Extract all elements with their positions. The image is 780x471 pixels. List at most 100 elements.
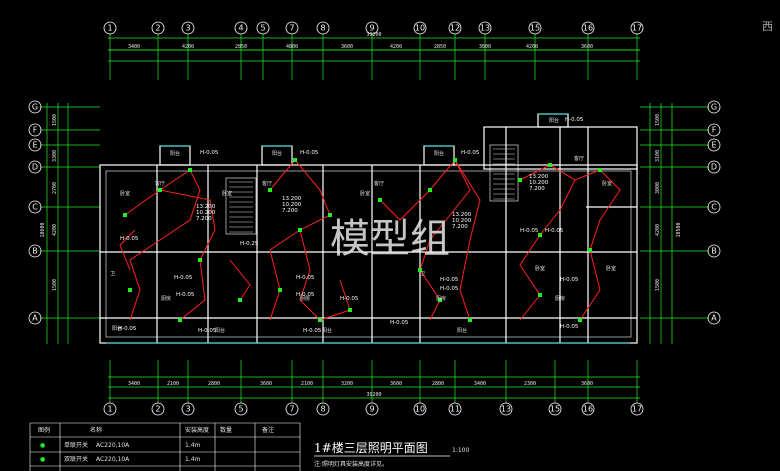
axis-right-bubble bbox=[707, 100, 721, 114]
axis-bottom-bubble bbox=[548, 402, 562, 416]
axis-bottom-bubble bbox=[316, 402, 330, 416]
axis-bottom-bubble-label: 5 bbox=[238, 405, 243, 414]
axis-left-bubble bbox=[28, 200, 42, 214]
light-fixture bbox=[123, 213, 127, 217]
elevation-label: 10.200 bbox=[452, 218, 472, 224]
legend-symbol: ● bbox=[40, 442, 45, 449]
axis-bottom-bubble-label: 8 bbox=[320, 405, 325, 414]
fixture-height-label: H-0.05 bbox=[545, 228, 564, 234]
dimension-text: 2700 bbox=[52, 182, 58, 194]
axis-top-bubble bbox=[581, 21, 595, 35]
axis-top-bubble bbox=[151, 21, 165, 35]
dimension-text: 3400 bbox=[128, 381, 140, 387]
light-fixture bbox=[468, 318, 472, 322]
axis-right-bubble-label: E bbox=[711, 141, 716, 150]
fixture-height-label: H-0.05 bbox=[520, 228, 539, 234]
building-walls bbox=[99, 113, 638, 344]
dimension-text: 1500 bbox=[52, 279, 58, 291]
axis-right-bubble-label: G bbox=[711, 103, 717, 112]
axis-top-bubble-label: 8 bbox=[320, 24, 325, 33]
light-fixture bbox=[588, 248, 592, 252]
axis-left-bubble bbox=[28, 100, 42, 114]
axis-top-bubble bbox=[234, 21, 248, 35]
fixture-height-label: H-0.05 bbox=[440, 277, 459, 283]
dimension-text: 4200 bbox=[526, 44, 538, 50]
light-fixture bbox=[198, 258, 202, 262]
room-label: 阳台 bbox=[322, 327, 332, 334]
room-label: 客厅 bbox=[155, 180, 165, 187]
legend-header: 安装高度 bbox=[185, 426, 209, 434]
dimension-text: 3200 bbox=[341, 381, 353, 387]
legend-spec: AC220,10A bbox=[96, 456, 130, 463]
axis-bottom-bubble bbox=[630, 402, 644, 416]
axis-top-bubble-label: 9 bbox=[369, 24, 374, 33]
dimension-text: 4200 bbox=[390, 44, 402, 50]
legend-name: 双联开关 bbox=[64, 455, 88, 463]
axis-top-bubble bbox=[103, 21, 117, 35]
dimension-text: 10600 bbox=[40, 222, 46, 237]
axis-bottom-bubble-label: 16 bbox=[583, 405, 593, 414]
elevation-label: 7.200 bbox=[452, 224, 468, 230]
axis-right-bubble-label: C bbox=[711, 203, 717, 212]
light-fixture bbox=[188, 168, 192, 172]
axis-left-bubble-label: D bbox=[32, 163, 38, 172]
axis-bottom-bubble-label: 11 bbox=[450, 405, 460, 414]
fixture-height-label: H-0.05 bbox=[560, 277, 579, 283]
axis-right-bubble bbox=[707, 200, 721, 214]
room-label: 厨房 bbox=[555, 295, 565, 302]
light-fixture bbox=[428, 188, 432, 192]
elevation-label: 13.200 bbox=[196, 204, 216, 210]
dimension-text: 3300 bbox=[52, 150, 58, 162]
circuit-wire bbox=[454, 159, 481, 321]
room-label: 卧室 bbox=[535, 265, 545, 272]
axis-right-bubble bbox=[707, 160, 721, 174]
room-label: 厨房 bbox=[161, 295, 171, 302]
room-label: 卧室 bbox=[602, 180, 612, 187]
fixture-height-label: H-0.05 bbox=[200, 150, 219, 156]
axis-top-bubble bbox=[528, 21, 542, 35]
axis-right-bubble bbox=[707, 138, 721, 152]
dimension-text: 4800 bbox=[286, 44, 298, 50]
annotation-texts: 阳台阳台阳台阳台客厅客厅客厅客厅卧室卧室卧室卧室厨房厨房厨房厨房卫卫阳台阳台阳台… bbox=[110, 117, 616, 334]
elevation-label: 10.200 bbox=[196, 210, 216, 216]
dimension-text: 3400 bbox=[128, 44, 140, 50]
drawing-note: 注:照明灯具安装高度详见。 bbox=[314, 460, 388, 468]
light-fixture bbox=[328, 213, 332, 217]
fixture-height-label: H-0.05 bbox=[440, 286, 459, 292]
elevation-label: 10.200 bbox=[282, 202, 302, 208]
axis-top-bubble-label: 10 bbox=[415, 24, 425, 33]
axis-bottom-bubble bbox=[103, 402, 117, 416]
room-label: 阳台 bbox=[549, 117, 559, 124]
elevation-label: 13.200 bbox=[452, 212, 472, 218]
axis-top-bubble bbox=[285, 21, 299, 35]
axis-top-bubble-label: 5 bbox=[260, 24, 265, 33]
room-label: 客厅 bbox=[262, 180, 272, 187]
axis-right-bubble-label: B bbox=[711, 247, 717, 256]
axis-left-bubble-label: E bbox=[32, 141, 37, 150]
light-fixture bbox=[538, 233, 542, 237]
dimension-text: 4200 bbox=[52, 224, 58, 236]
dimension-text: 3600 bbox=[581, 381, 593, 387]
dimension-text: 2800 bbox=[432, 381, 444, 387]
fixture-height-label: H-0.05 bbox=[174, 275, 193, 281]
legend-spec: AC220,10A bbox=[96, 442, 130, 449]
circuit-wire bbox=[519, 164, 576, 321]
dimension-text: 2800 bbox=[208, 381, 220, 387]
axis-bottom-bubble-label: 7 bbox=[289, 405, 294, 414]
dimension-text: 3600 bbox=[479, 44, 491, 50]
room-label: 卫 bbox=[420, 271, 425, 277]
axis-top-bubble bbox=[478, 21, 492, 35]
circuit-wire bbox=[379, 159, 471, 321]
dimension-text: 3100 bbox=[655, 150, 661, 162]
staircase-hatching bbox=[229, 148, 515, 233]
axis-right-bubble-label: F bbox=[712, 126, 717, 135]
axis-top-bubble bbox=[256, 21, 270, 35]
axis-top-bubble-label: 7 bbox=[289, 24, 294, 33]
elevation-label: 7.200 bbox=[196, 216, 212, 222]
axis-left-bubble-label: F bbox=[33, 126, 38, 135]
legend-name: 单联开关 bbox=[64, 441, 88, 449]
legend-height: 1.4m bbox=[185, 442, 201, 449]
